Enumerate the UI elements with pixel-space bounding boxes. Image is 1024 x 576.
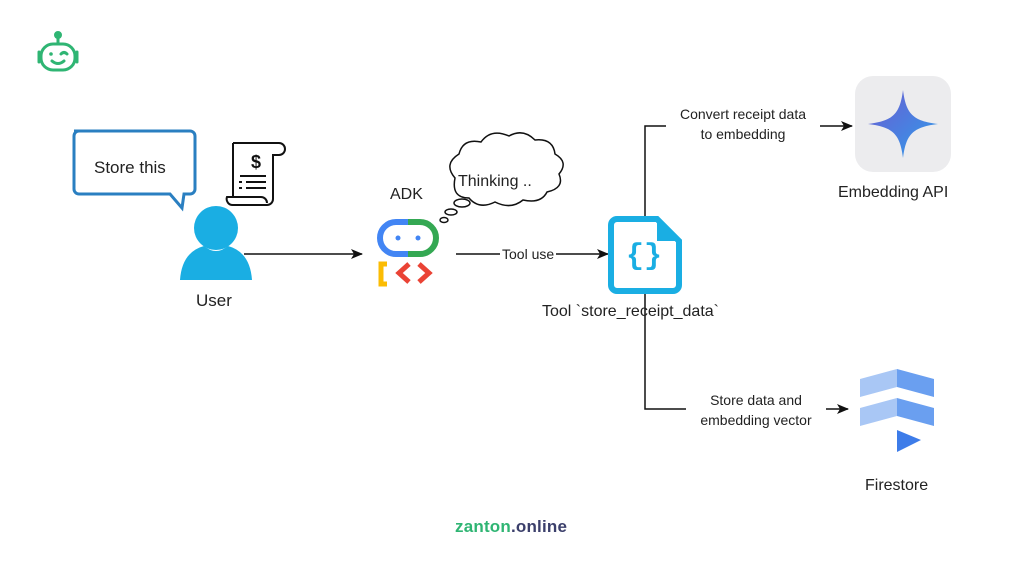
footer-brand: zanton.online <box>455 517 567 537</box>
footer-brand-part1: zanton <box>455 517 511 536</box>
embedding-api-icon <box>855 76 951 172</box>
edge-label-tool-use: Tool use <box>500 244 557 264</box>
edge-label-convert: Convert receipt data to embedding <box>666 104 820 144</box>
tool-label: Tool `store_receipt_data` <box>542 303 719 320</box>
tool-json-file-icon: {} <box>608 216 682 294</box>
footer-brand-part2: .online <box>510 517 568 536</box>
edge-label-store-line1: Store data and <box>710 392 802 408</box>
firestore-icon <box>860 369 934 452</box>
edge-label-convert-line2: to embedding <box>700 126 786 142</box>
user-label: User <box>196 291 232 310</box>
robot-logo-icon <box>37 31 79 72</box>
speech-bubble-text: Store this <box>94 158 166 177</box>
speech-bubble <box>72 129 197 212</box>
thought-cloud <box>439 132 564 224</box>
adk-logo-icon <box>377 219 439 287</box>
receipt-icon: $ <box>225 142 286 206</box>
svg-text:$: $ <box>251 152 261 172</box>
user-icon <box>180 206 252 280</box>
svg-text:{}: {} <box>626 240 662 274</box>
adk-label: ADK <box>390 186 423 203</box>
edge-label-convert-line1: Convert receipt data <box>679 106 807 122</box>
edge-label-store: Store data and embedding vector <box>686 390 826 430</box>
edge-label-store-line2: embedding vector <box>700 412 812 428</box>
firestore-label: Firestore <box>865 477 929 494</box>
thought-text: Thinking .. <box>458 173 532 190</box>
embedding-api-label: Embedding API <box>838 184 949 201</box>
